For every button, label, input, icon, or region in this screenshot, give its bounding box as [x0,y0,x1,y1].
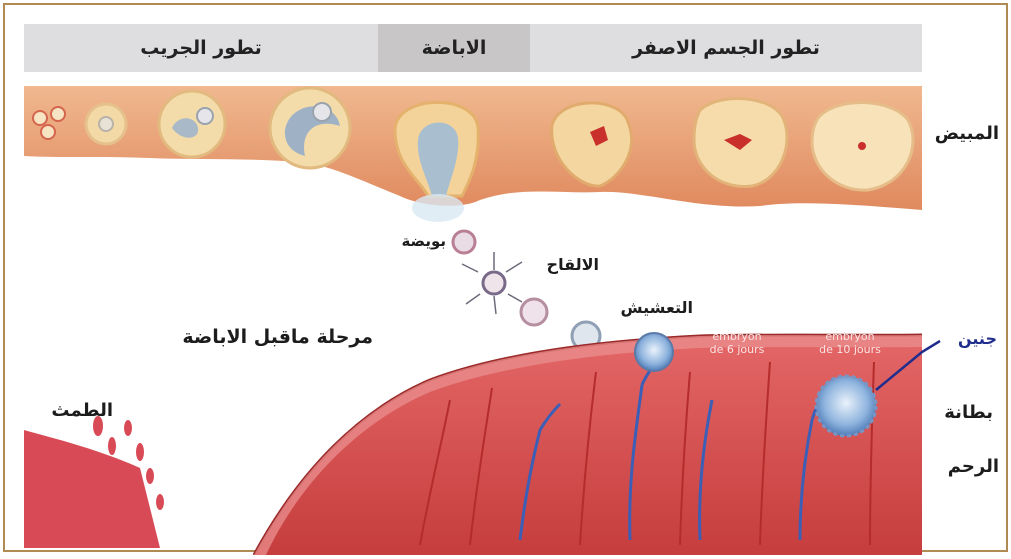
corpus-albicans-center [858,142,866,150]
released-fluid [412,194,464,222]
header-corpus-luteum-development: تطور الجسم الاصفر [530,24,922,72]
embryo-tag-6-days: embryon de 6 jours [692,330,782,356]
embryo-tag-10-line2: de 10 jours [800,343,900,356]
header-follicle-development: تطور الجريب [24,24,378,72]
embryo-tag-6-line2: de 6 jours [692,343,782,356]
mature-follicle-oocyte [313,103,331,121]
growing-follicle-oocyte [197,108,213,124]
label-pre-ovulation-phase: مرحلة ماقبل الاباضة [182,328,373,347]
header-ovulation: الاباضة [378,24,530,72]
label-endometrium-line1: بطانة [944,404,993,422]
ovum-cell [453,231,475,253]
embryo-10-days [816,376,876,436]
embryo-tag-10-days: embryon de 10 jours [800,330,900,356]
label-ovary: المبيض [935,125,999,143]
embryo-tag-10-line1: embryon [800,330,900,343]
secondary-follicle-oocyte [99,117,113,131]
label-implantation: التعشيش [621,300,693,316]
embryo-tag-6-line1: embryon [692,330,782,343]
label-menstruation: الطمث [51,402,113,420]
label-endometrium-line2: الرحم [948,458,999,476]
label-embryo: جنين [958,331,997,347]
label-fertilization: الالقاح [547,257,599,273]
morula-cell [521,299,547,325]
label-ovum: بويضة [401,234,446,249]
embryo-6-days [635,333,673,371]
